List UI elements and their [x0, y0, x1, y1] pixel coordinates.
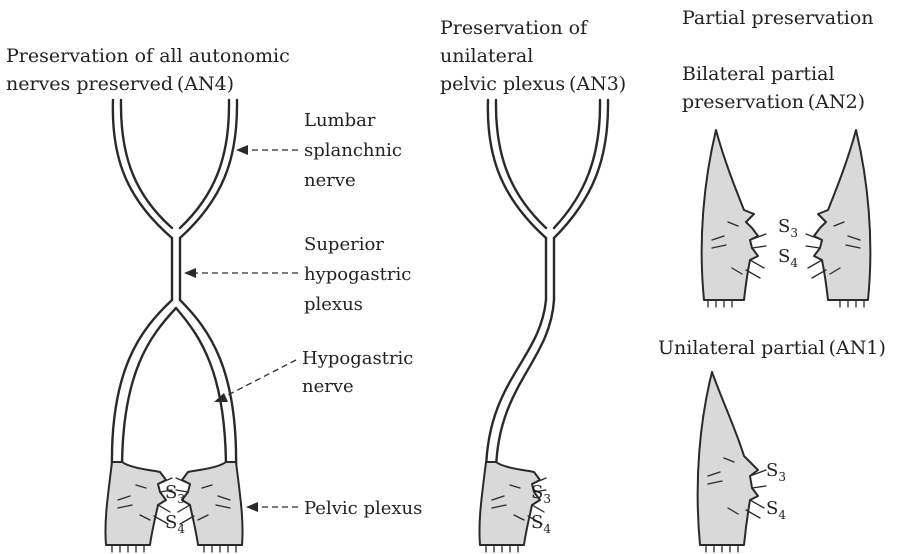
an4-left-plexus-rootlets — [112, 545, 144, 552]
an3-hypogastric-inner — [496, 300, 554, 470]
an3-title-line1: Preservation of — [440, 17, 589, 39]
an3-s3-label: S3 — [531, 482, 551, 506]
an2-title-line1: Bilateral partial — [682, 63, 835, 85]
an1-s3-label: S3 — [766, 460, 786, 484]
an2-right-plexus — [814, 130, 870, 300]
an4-title-line2: nerves preserved (AN4) — [6, 73, 234, 95]
an1-unilateral-plexus — [698, 372, 766, 552]
an4-right-lumbar-inner — [180, 100, 229, 228]
pelvic-arrowhead — [246, 502, 258, 512]
an1-rootlets — [706, 545, 738, 552]
hypogastric-label-line2: nerve — [302, 376, 354, 397]
lumbar-label-line2: splanchnic — [304, 140, 402, 161]
an3-s4-label: S4 — [531, 512, 551, 536]
superior-label-line1: Superior — [304, 234, 384, 255]
an4-right-plexus-rootlets — [204, 545, 236, 552]
an3-left-lumbar-inner — [496, 100, 546, 228]
an2-title-line2: preservation (AN2) — [682, 91, 865, 113]
lumbar-arrowhead — [236, 145, 248, 155]
partial-preservation-heading: Partial preservation — [682, 7, 874, 29]
an3-nerve-tree — [479, 100, 608, 552]
an1-plexus — [698, 372, 758, 545]
an3-title-line2: unilateral — [440, 45, 533, 67]
an4-left-hypogastric-outer — [112, 300, 172, 470]
an4-s3-label: S3 — [165, 482, 185, 506]
an1-s4-label: S4 — [766, 498, 786, 522]
an3-right-lumbar-inner — [554, 100, 600, 228]
an1-title: Unilateral partial (AN1) — [658, 337, 886, 359]
superior-label-line2: hypogastric — [304, 264, 411, 285]
an4-s4-label: S4 — [165, 512, 185, 536]
an4-title-line1: Preservation of all autonomic — [6, 45, 290, 67]
hypogastric-label-line1: Hypogastric — [302, 348, 413, 369]
superior-label-line3: plexus — [304, 294, 363, 315]
an3-plexus-rootlets — [486, 545, 518, 552]
an4-left-lumbar-inner — [121, 100, 172, 228]
an4-right-hypogastric-inner — [176, 308, 226, 470]
hypogastric-leader-line — [222, 360, 296, 398]
an3-hypogastric-outer — [486, 300, 546, 470]
hypogastric-arrowhead — [214, 393, 228, 402]
pelvic-plexus-label: Pelvic plexus — [304, 498, 422, 519]
an4-right-hypogastric-outer — [180, 300, 236, 470]
an3-title-line3: pelvic plexus (AN3) — [440, 73, 626, 95]
lumbar-label-line3: nerve — [304, 170, 356, 191]
an2-s4-label: S4 — [778, 246, 798, 270]
an2-s3-label: S3 — [778, 216, 798, 240]
superior-arrowhead — [184, 268, 196, 278]
an2-left-rootlets — [708, 300, 732, 307]
lumbar-label-line1: Lumbar — [304, 110, 376, 131]
an4-right-pelvic-plexus — [182, 462, 243, 545]
an4-left-hypogastric-inner — [122, 308, 176, 470]
an2-right-rootlets — [840, 300, 864, 307]
an2-left-plexus — [702, 130, 758, 300]
an4-left-pelvic-plexus — [105, 462, 166, 545]
